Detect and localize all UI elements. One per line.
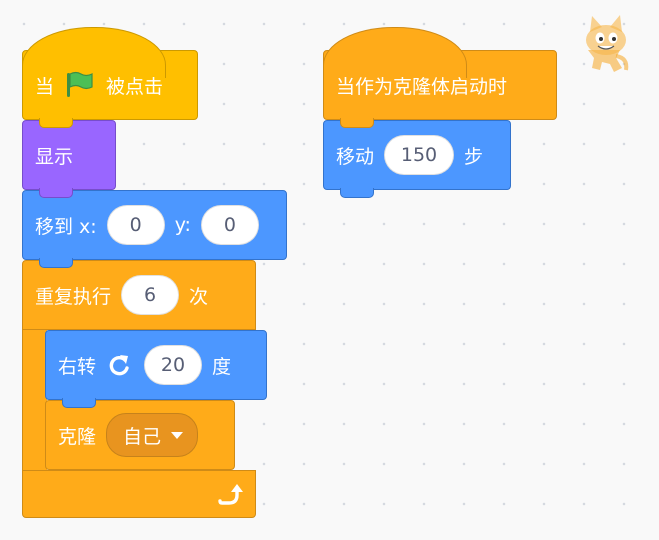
when-start-as-clone-block[interactable]: 当作为克隆体启动时 <box>323 27 557 128</box>
repeat-label: 重复执行 <box>35 285 112 308</box>
show-block[interactable]: 显示 <box>22 120 116 198</box>
rotate-right-icon <box>106 352 132 378</box>
clicked-label: 被点击 <box>106 75 164 98</box>
clone-label: 克隆 <box>58 425 97 448</box>
clone-hat-label: 当作为克隆体启动时 <box>336 75 508 98</box>
repeat-block-arm <box>22 328 47 472</box>
repeat-suffix: 次 <box>189 285 209 308</box>
turn-right-block[interactable]: 右转 20 度 <box>45 330 267 408</box>
goto-label: 移到 x: <box>35 215 97 238</box>
move-label: 移动 <box>336 145 375 168</box>
create-clone-block[interactable]: 克隆 自己 <box>45 400 235 470</box>
turn-degrees-input[interactable]: 20 <box>144 345 203 385</box>
dropdown-caret-icon <box>171 431 184 439</box>
repeat-block[interactable]: 重复执行 6 次 <box>22 260 256 330</box>
green-flag-icon <box>64 71 94 99</box>
when-flag-clicked-block[interactable]: 当 被点击 <box>22 27 198 128</box>
show-label: 显示 <box>35 145 74 168</box>
clone-target-dropdown[interactable]: 自己 <box>106 413 199 457</box>
clone-target-value: 自己 <box>123 425 162 448</box>
loop-arrow-icon <box>215 481 243 507</box>
y-input[interactable]: 0 <box>200 205 259 245</box>
repeat-block-bottom <box>22 470 256 518</box>
y-label: y: <box>174 214 191 236</box>
move-steps-block[interactable]: 移动 150 步 <box>323 120 511 198</box>
turn-label: 右转 <box>58 355 97 378</box>
repeat-count-input[interactable]: 6 <box>121 275 180 315</box>
x-input[interactable]: 0 <box>106 205 165 245</box>
goto-xy-block[interactable]: 移到 x: 0 y: 0 <box>22 190 287 268</box>
move-steps-input[interactable]: 150 <box>384 135 455 175</box>
when-label: 当 <box>35 75 55 98</box>
scratch-cat-icon <box>576 12 636 87</box>
turn-suffix: 度 <box>212 355 232 378</box>
move-suffix: 步 <box>464 145 484 168</box>
